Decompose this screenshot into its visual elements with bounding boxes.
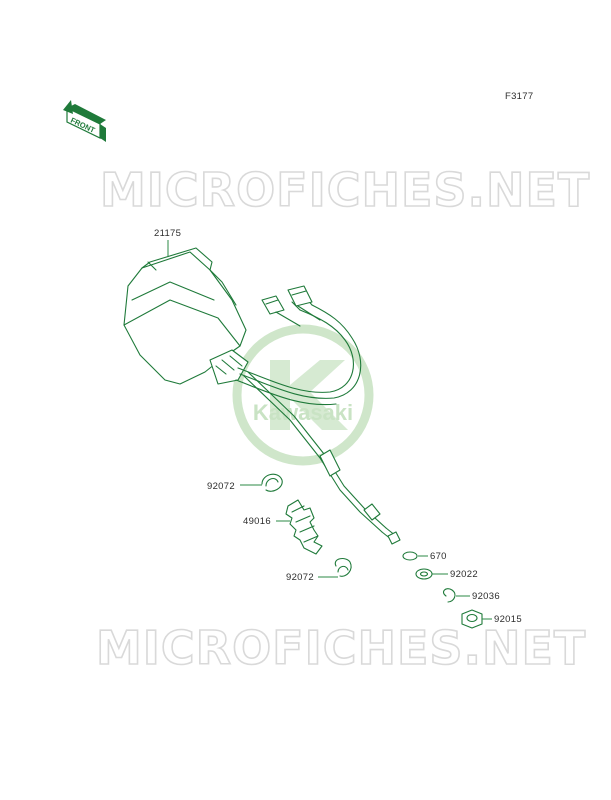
part-number: 92022 bbox=[450, 569, 478, 580]
part-label-92015: 92015 bbox=[482, 614, 522, 625]
front-arrow-icon: FRONT bbox=[63, 100, 106, 142]
part-label-92022: 92022 bbox=[432, 569, 478, 580]
washer-92022 bbox=[415, 568, 433, 580]
kawasaki-logo: Kawasaki bbox=[232, 324, 374, 466]
circlip-92036 bbox=[443, 588, 456, 603]
watermark-top: MICROFICHES.NET bbox=[99, 162, 590, 218]
part-number: 92015 bbox=[494, 614, 522, 625]
part-label-92036: 92036 bbox=[456, 591, 500, 602]
watermark-text-bottom: MICROFICHES.NET bbox=[96, 621, 586, 675]
wiring-harness bbox=[235, 285, 362, 406]
part-number: 92072 bbox=[286, 572, 314, 583]
part-number: 92036 bbox=[472, 591, 500, 602]
part-label-92072-upper: 92072 bbox=[207, 481, 262, 492]
watermark-bottom: MICROFICHES.NET bbox=[95, 620, 586, 676]
speedometer-cable bbox=[243, 371, 401, 545]
part-label-92072-lower: 92072 bbox=[286, 572, 338, 583]
o-ring-670 bbox=[402, 551, 418, 561]
part-number: 49016 bbox=[243, 516, 271, 527]
part-number: 21175 bbox=[154, 228, 181, 239]
part-label-49016: 49016 bbox=[243, 516, 290, 527]
nut-92015 bbox=[461, 609, 483, 629]
logo-brand-text: Kawasaki bbox=[253, 400, 353, 425]
boot-49016 bbox=[285, 499, 323, 555]
figure-code: F3177 bbox=[505, 91, 533, 102]
meter-assembly-21175 bbox=[123, 247, 249, 385]
watermark-text-top: MICROFICHES.NET bbox=[100, 163, 590, 217]
part-number: 92072 bbox=[207, 481, 235, 492]
clamp-92072-upper bbox=[261, 473, 283, 492]
part-label-21175: 21175 bbox=[154, 228, 181, 256]
part-label-670: 670 bbox=[418, 551, 447, 562]
clamp-92072-lower bbox=[334, 557, 352, 577]
part-number: 670 bbox=[430, 551, 447, 562]
